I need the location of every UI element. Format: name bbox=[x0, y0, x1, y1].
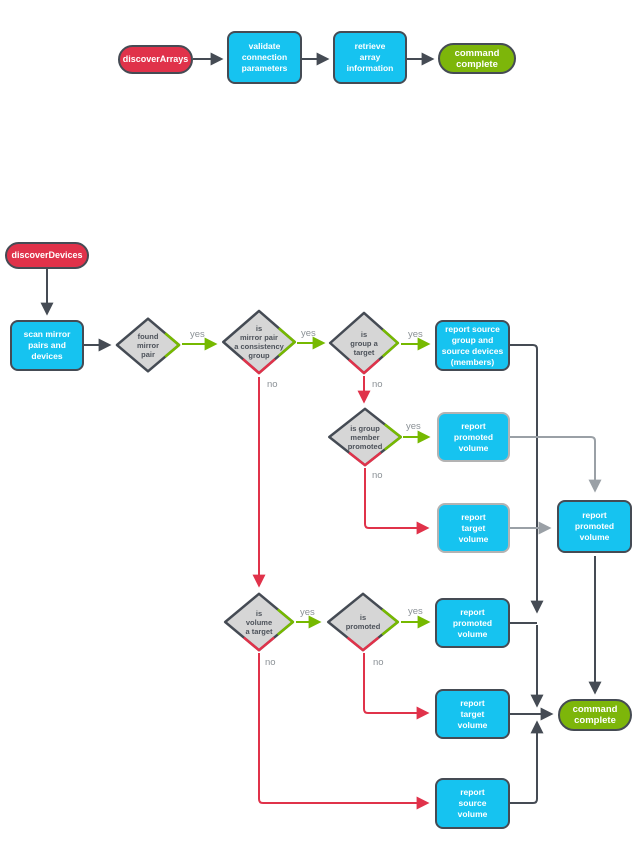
edge-label-yes-promoted: yes bbox=[408, 606, 423, 617]
process-report-promoted-volume: report promoted volume bbox=[435, 598, 510, 648]
edge-label-no-promoted: no bbox=[373, 657, 384, 668]
decision-label: is mirror pair a consistency group bbox=[234, 324, 284, 360]
process-report-source-volume: report source volume bbox=[435, 778, 510, 829]
process-report-promoted-volume-merged: report promoted volume bbox=[557, 500, 632, 553]
edge-label-no-consistency: no bbox=[267, 379, 278, 390]
decision-is-group-target: is group a target bbox=[328, 311, 400, 375]
decision-label: is volume a target bbox=[245, 608, 273, 636]
edge-label-no-member-promoted: no bbox=[372, 470, 383, 481]
process-scan-mirror-pairs: scan mirror pairs and devices bbox=[10, 320, 84, 371]
process-report-target-volume-member: report target volume bbox=[437, 503, 510, 553]
decision-is-group-member-promoted: is group member promoted bbox=[327, 407, 403, 467]
decision-is-volume-target: is volume a target bbox=[223, 592, 295, 652]
process-report-target-volume: report target volume bbox=[435, 689, 510, 739]
start-discover-devices: discoverDevices bbox=[5, 242, 89, 269]
end-command-complete-arrays: command complete bbox=[438, 43, 516, 74]
process-report-source-group: report source group and source devices (… bbox=[435, 320, 510, 371]
decision-label: is group a target bbox=[350, 329, 378, 357]
end-command-complete-devices: command complete bbox=[558, 699, 632, 731]
edge-label-yes-member-promoted: yes bbox=[406, 421, 421, 432]
decision-is-consistency-group: is mirror pair a consistency group bbox=[221, 309, 297, 375]
decision-label: is group member promoted bbox=[347, 423, 383, 451]
edge-label-yes-consistency: yes bbox=[301, 328, 316, 339]
process-report-promoted-volume-member: report promoted volume bbox=[437, 412, 510, 462]
decision-label: is promoted bbox=[345, 613, 381, 631]
process-retrieve-array-information: retrieve array information bbox=[333, 31, 407, 84]
edge-label-no-group-target: no bbox=[372, 379, 383, 390]
decision-is-promoted: is promoted bbox=[326, 592, 400, 652]
edge-label-yes-found-pair: yes bbox=[190, 329, 205, 340]
decision-label: found mirror pair bbox=[136, 331, 160, 359]
edge-label-yes-volume-target: yes bbox=[300, 607, 315, 618]
start-discover-arrays: discoverArrays bbox=[118, 45, 193, 74]
edge-label-no-volume-target: no bbox=[265, 657, 276, 668]
process-validate-connection-parameters: validate connection parameters bbox=[227, 31, 302, 84]
edge-label-yes-group-target: yes bbox=[408, 329, 423, 340]
decision-found-mirror-pair: found mirror pair bbox=[115, 317, 181, 373]
